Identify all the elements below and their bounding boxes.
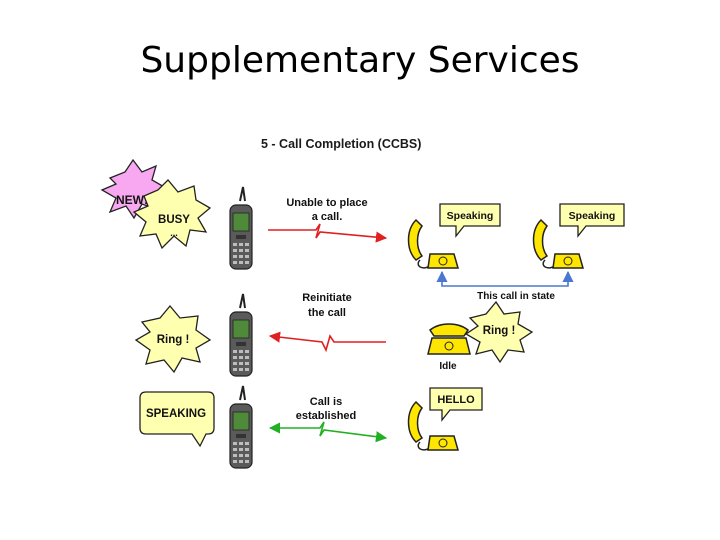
ring-phone-bubble: Ring !: [464, 300, 534, 364]
busy-bubble: BUSY ...: [132, 179, 212, 250]
callee-b-phone-icon: [532, 219, 584, 269]
speaking-bubble-a: Speaking: [439, 203, 501, 238]
callee-a-phone-icon: [407, 219, 459, 269]
idle-label: Idle: [439, 361, 457, 372]
diagram-title: 5 - Call Completion (CCBS): [261, 137, 422, 151]
caller-mobile-2-icon: [229, 293, 253, 377]
speaking-bubble-a-label: Speaking: [447, 210, 494, 222]
speaking-bubble-b-label: Speaking: [569, 210, 616, 222]
speaking-caller-bubble: SPEAKING: [139, 391, 215, 448]
state-connector: This call in state: [436, 270, 574, 302]
arrow-unable-line2: a call.: [312, 211, 343, 223]
arrow-established: Call is established: [268, 396, 388, 443]
hello-bubble: HELLO: [429, 387, 483, 422]
state-label: This call in state: [477, 291, 555, 302]
arrow-reinitiate: Reinitiate the call: [268, 292, 386, 353]
slide-title: Supplementary Services: [140, 40, 580, 81]
hello-bubble-label: HELLO: [437, 394, 475, 406]
ring-phone-label: Ring !: [483, 325, 516, 337]
caller-mobile-3-icon: [229, 385, 253, 469]
caller-mobile-icon: [229, 186, 253, 270]
arrow-established-line1: Call is: [310, 396, 342, 408]
speaking-bubble-b: Speaking: [559, 203, 625, 238]
arrow-unable-line1: Unable to place: [286, 197, 367, 209]
idle-phone-icon: [427, 323, 471, 355]
ring-caller-label: Ring !: [157, 334, 190, 346]
ring-caller-bubble: Ring !: [134, 304, 212, 374]
speaking-caller-label: SPEAKING: [146, 408, 206, 420]
arrow-reinitiate-line1: Reinitiate: [302, 292, 352, 304]
arrow-unable: Unable to place a call.: [268, 197, 388, 243]
new-badge-label: NEW!: [116, 193, 148, 207]
arrow-established-line2: established: [296, 410, 357, 422]
busy-bubble-label: BUSY: [158, 214, 190, 226]
arrow-reinitiate-line2: the call: [308, 307, 346, 319]
busy-bubble-dots: ...: [170, 228, 178, 238]
